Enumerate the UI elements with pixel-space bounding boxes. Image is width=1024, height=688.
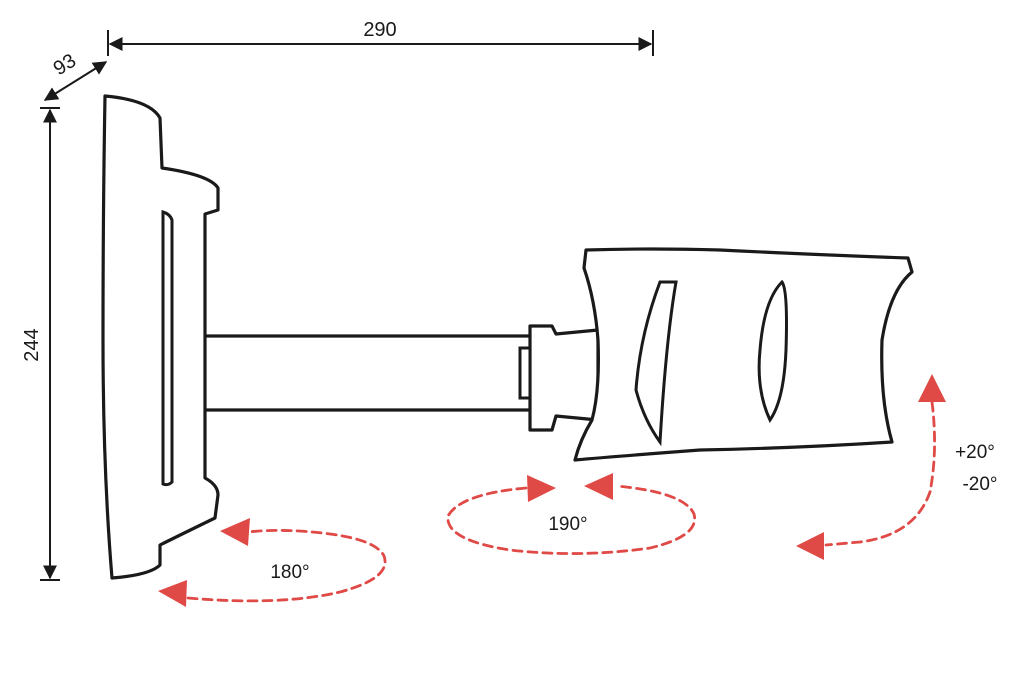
width-label: 290 <box>363 19 396 41</box>
hinge-slot <box>518 346 532 400</box>
wall-swivel-arrowhead-top <box>220 518 250 546</box>
hinge-joint <box>528 324 600 432</box>
dimension-height: 244 <box>21 107 60 581</box>
rotation-arm-swivel: 190° <box>446 473 697 555</box>
tilt-down-label: -20° <box>962 474 997 495</box>
tilt-up-label: +20° <box>955 442 995 463</box>
dimension-width: 290 <box>107 19 654 56</box>
wall-swivel-arrowhead-bottom <box>158 580 187 607</box>
tilt-arrowhead-top <box>918 374 946 402</box>
arm-swivel-arc <box>446 484 697 555</box>
arm-swivel-label: 190° <box>548 514 587 535</box>
wall-swivel-label: 180° <box>270 562 309 583</box>
arm-swivel-arrowhead-right <box>584 473 613 500</box>
wall-swivel-arc <box>186 529 387 603</box>
depth-label: 93 <box>50 50 81 80</box>
height-label: 244 <box>21 328 43 361</box>
dimension-depth: 93 <box>43 50 108 101</box>
wall-plate <box>101 94 220 580</box>
bracket-slot-right <box>757 279 788 423</box>
display-bracket <box>573 247 914 462</box>
arm-swivel-arrowhead-left <box>527 475 556 502</box>
rotation-tilt: +20° -20° <box>796 374 998 560</box>
wall-plate-slot <box>161 210 174 487</box>
bracket-slot-left <box>634 280 678 447</box>
rotation-wall-swivel: 180° <box>158 518 387 607</box>
tilt-arc <box>824 400 936 547</box>
tilt-arrowhead-bottom <box>796 532 824 560</box>
arm <box>198 334 537 412</box>
mount-outline <box>101 94 914 580</box>
